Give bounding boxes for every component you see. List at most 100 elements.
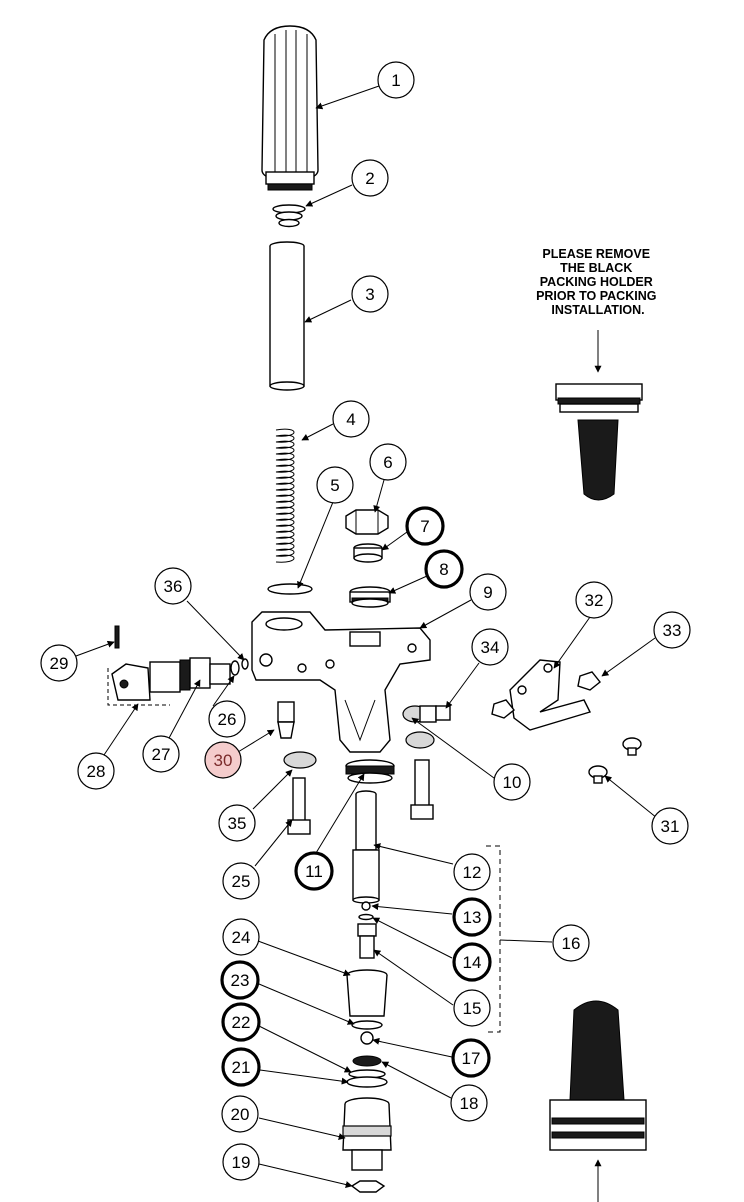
callout-circle — [493, 763, 531, 801]
callout-circle — [450, 1084, 488, 1122]
callout-circle — [351, 275, 389, 313]
part-34-plug — [435, 705, 451, 721]
callout-circle — [208, 700, 246, 738]
part-31-caps — [588, 737, 642, 784]
packing-with-holder-top — [555, 383, 643, 501]
part-12-piston-rod — [352, 790, 380, 904]
callout-number: 11 — [305, 862, 323, 881]
callout-number: 12 — [463, 863, 482, 882]
part-26-ring — [230, 660, 240, 676]
callout-7: 7 — [405, 506, 445, 546]
part-8-packing — [349, 586, 391, 608]
callout-19: 19 — [222, 1143, 260, 1181]
callout-27: 27 — [142, 735, 180, 773]
callout-number: 31 — [661, 817, 680, 836]
callout-number: 22 — [232, 1013, 251, 1032]
callout-20: 20 — [221, 1095, 259, 1133]
part-6-hex-nut — [345, 509, 389, 535]
callout-1: 1 — [377, 61, 415, 99]
part-25-bolt — [287, 777, 311, 835]
callout-number: 2 — [365, 169, 374, 188]
callout-circle — [222, 918, 260, 956]
callout-number: 8 — [439, 560, 448, 579]
callout-circle — [377, 61, 415, 99]
callout-circle — [221, 1095, 259, 1133]
callout-28: 28 — [77, 752, 115, 790]
note-line: PRIOR TO PACKING — [536, 289, 656, 303]
callout-2: 2 — [351, 159, 389, 197]
leader-lines — [75, 85, 658, 1188]
part-33-screw — [577, 671, 601, 691]
callout-36: 36 — [154, 567, 192, 605]
callout-circle — [451, 1038, 491, 1078]
callout-circle — [424, 549, 464, 589]
part-19-nut — [350, 1180, 386, 1193]
packing-with-holder-bottom — [549, 1000, 647, 1151]
callout-number: 6 — [383, 453, 392, 472]
part-27-valve-assembly — [149, 657, 231, 693]
part-1-handle-grip — [261, 25, 319, 191]
callout-circle — [351, 159, 389, 197]
part-5-o-ring — [267, 583, 313, 595]
part-13-ball — [361, 901, 371, 911]
callout-number: 30 — [214, 751, 233, 770]
callout-number: 28 — [87, 762, 106, 781]
callout-6: 6 — [369, 443, 407, 481]
part-17-ball — [360, 1031, 374, 1045]
callout-14: 14 — [452, 942, 492, 982]
callout-9: 9 — [469, 573, 507, 611]
part-36-ring — [241, 658, 249, 670]
callout-33: 33 — [653, 611, 691, 649]
part-3-tube — [269, 241, 305, 391]
part-24-housing — [346, 969, 388, 1017]
part-7-bushing — [353, 543, 383, 563]
part-18-seat — [352, 1055, 382, 1067]
callout-15: 15 — [453, 989, 491, 1027]
part-lock-washer — [405, 731, 435, 749]
callout-circle — [294, 851, 334, 891]
callout-circle — [204, 741, 242, 779]
part-21-washer — [346, 1076, 388, 1088]
callout-number: 21 — [232, 1058, 251, 1077]
callout-number: 36 — [164, 577, 183, 596]
callout-4: 4 — [332, 400, 370, 438]
part-4-long-spring — [275, 428, 295, 563]
part-14-ring — [358, 913, 374, 921]
callout-number: 9 — [483, 583, 492, 602]
callout-21: 21 — [221, 1047, 261, 1087]
callout-number: 33 — [663, 621, 682, 640]
note-line: INSTALLATION. — [551, 303, 644, 317]
callout-number: 3 — [365, 285, 374, 304]
callout-number: 19 — [232, 1153, 251, 1172]
part-drawings — [107, 25, 647, 1202]
callout-circle — [221, 1047, 261, 1087]
callout-number: 35 — [228, 814, 247, 833]
callout-5: 5 — [316, 466, 354, 504]
callout-17: 17 — [451, 1038, 491, 1078]
callout-number: 17 — [462, 1049, 481, 1068]
callout-circle — [405, 506, 445, 546]
callout-number: 29 — [50, 654, 69, 673]
callout-circle — [369, 443, 407, 481]
callout-10: 10 — [493, 763, 531, 801]
callout-12: 12 — [453, 853, 491, 891]
part-35-washer — [283, 751, 317, 769]
part-9-manifold — [251, 611, 431, 753]
callout-circle — [220, 960, 260, 1000]
callout-circle — [452, 942, 492, 982]
callout-31: 31 — [651, 807, 689, 845]
callout-3: 3 — [351, 275, 389, 313]
part-15-valve — [357, 923, 377, 959]
callout-circle — [221, 1002, 261, 1042]
callout-26: 26 — [208, 700, 246, 738]
callout-35: 35 — [218, 804, 256, 842]
callout-circle — [575, 581, 613, 619]
callout-number: 27 — [152, 745, 171, 764]
callout-circle — [552, 924, 590, 962]
part-2-small-spring — [272, 204, 306, 228]
part-16-group-bracket — [486, 845, 501, 1033]
callout-number: 34 — [481, 638, 500, 657]
note-line: PACKING HOLDER — [540, 275, 653, 289]
